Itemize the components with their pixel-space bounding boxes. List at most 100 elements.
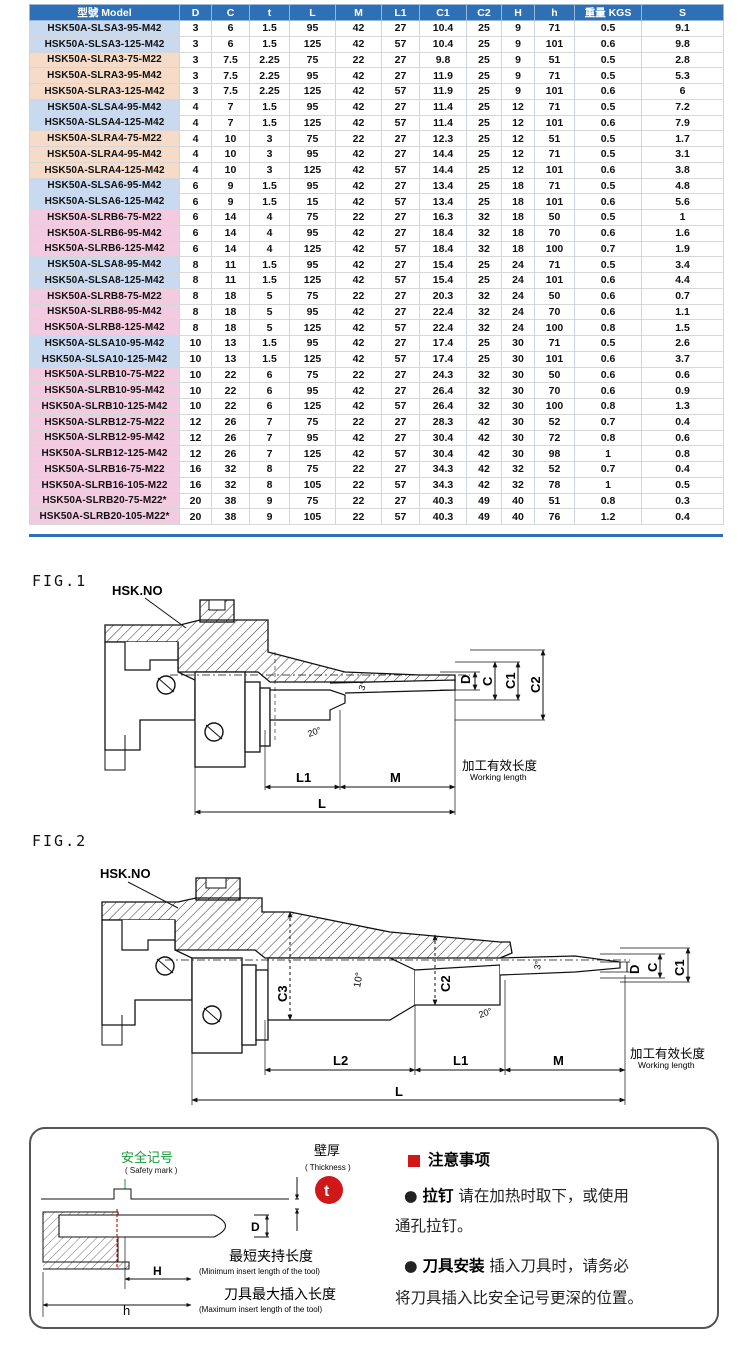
table-cell: 4.4 — [641, 272, 724, 289]
table-cell: 95 — [289, 98, 336, 116]
fig1-holder-body — [104, 599, 470, 771]
table-cell: 105 — [289, 508, 336, 525]
table-cell: 42 — [335, 272, 382, 289]
table-cell: 40.3 — [419, 508, 467, 525]
table-cell: 28.3 — [419, 413, 467, 431]
table-cell: 7.5 — [211, 83, 250, 100]
table-cell: 57 — [381, 83, 420, 100]
model-cell: HSK50A-SLRB8-125-M42 — [29, 319, 180, 336]
fig2-dim-bottom: L2 L1 M L — [191, 975, 626, 1105]
table-cell: 101 — [534, 272, 575, 289]
table-cell: 14 — [211, 224, 250, 242]
table-cell: 22 — [211, 366, 250, 384]
table-cell: 18 — [211, 287, 250, 305]
column-header: S — [641, 4, 724, 21]
table-cell: 38 — [211, 492, 250, 510]
table-cell: 22 — [211, 398, 250, 415]
table-cell: 26 — [211, 413, 250, 431]
fig2-working-length-en: Working length — [638, 1060, 695, 1070]
table-cell: 2.25 — [249, 83, 290, 100]
table-cell: 5 — [249, 303, 290, 321]
table-cell: 3 — [179, 67, 212, 84]
fig2-dim-C1: C1 — [672, 959, 687, 976]
table-cell: 50 — [534, 209, 575, 226]
fig2-dim-L1: L1 — [453, 1053, 468, 1068]
table-cell: 30 — [501, 366, 535, 384]
fig1-dim-C: C — [480, 676, 495, 686]
table-cell: 42 — [335, 114, 382, 132]
column-header: 重量 KGS — [574, 4, 642, 21]
table-cell: 71 — [534, 98, 575, 116]
table-cell: 27 — [381, 492, 420, 510]
fig2-drawing: HSK.NO 10° 3° 20° C3 C2 D C — [100, 866, 706, 1105]
model-cell: HSK50A-SLSA4-125-M42 — [29, 114, 180, 132]
table-cell: 4 — [179, 146, 212, 163]
table-cell: 0.5 — [641, 476, 724, 494]
table-cell: 20 — [179, 492, 212, 510]
table-cell: 9 — [249, 492, 290, 510]
table-cell: 42 — [466, 476, 502, 494]
table-cell: 42 — [335, 83, 382, 100]
table-cell: 27 — [381, 98, 420, 116]
table-cell: 9 — [501, 83, 535, 100]
table-cell: 8 — [179, 287, 212, 305]
table-cell: 51 — [534, 51, 575, 69]
table-cell: 0.7 — [574, 461, 642, 478]
table-cell: 5 — [249, 287, 290, 305]
table-cell: 13.4 — [419, 177, 467, 195]
table-cell: 95 — [289, 335, 336, 352]
table-cell: 14.4 — [419, 146, 467, 163]
table-cell: 51 — [534, 130, 575, 147]
table-cell: 7 — [211, 114, 250, 132]
table-cell: 12 — [179, 429, 212, 447]
table-cell: 32 — [501, 476, 535, 494]
table-cell: 3 — [249, 161, 290, 179]
table-cell: 42 — [335, 224, 382, 242]
table-cell: 14.4 — [419, 161, 467, 179]
notes-dim-D: D — [251, 1220, 260, 1234]
table-cell: 4 — [179, 161, 212, 179]
table-cell: 42 — [335, 256, 382, 273]
table-cell: 24 — [501, 272, 535, 289]
table-cell: 42 — [335, 35, 382, 53]
table-cell: 76 — [534, 508, 575, 525]
table-cell: 0.5 — [574, 146, 642, 163]
max-len-cn: 刀具最大插入长度 — [224, 1286, 336, 1302]
table-cell: 26.4 — [419, 398, 467, 415]
table-cell: 32 — [211, 476, 250, 494]
fig1-angle-3: 3° — [356, 680, 368, 692]
table-cell: 18.4 — [419, 240, 467, 258]
column-header: t — [249, 4, 290, 21]
table-cell: 16 — [179, 476, 212, 494]
table-cell: 57 — [381, 319, 420, 336]
table-cell: 4 — [249, 240, 290, 258]
table-cell: 30 — [501, 413, 535, 431]
t-badge-label: t — [324, 1183, 330, 1200]
table-cell: 2.6 — [641, 335, 724, 352]
table-cell: 0.6 — [574, 193, 642, 210]
model-cell: HSK50A-SLSA8-95-M42 — [29, 256, 180, 273]
table-cell: 125 — [289, 240, 336, 258]
table-cell: 13 — [211, 335, 250, 352]
table-cell: 9.8 — [641, 35, 724, 53]
table-cell: 125 — [289, 319, 336, 336]
table-cell: 25 — [466, 83, 502, 100]
table-cell: 42 — [335, 398, 382, 415]
table-cell: 4 — [179, 130, 212, 147]
fig1-angle-20: 20° — [306, 725, 323, 739]
table-cell: 57 — [381, 35, 420, 53]
table-cell: 12 — [501, 98, 535, 116]
table-cell: 17.4 — [419, 350, 467, 368]
table-cell: 9 — [249, 508, 290, 525]
table-cell: 3 — [179, 20, 212, 37]
note-item-1-line2: 通孔拉钉。 — [395, 1217, 473, 1235]
table-cell: 27 — [381, 287, 420, 305]
table-cell: 32 — [211, 461, 250, 478]
table-cell: 12 — [179, 445, 212, 462]
table-cell: 32 — [466, 224, 502, 242]
